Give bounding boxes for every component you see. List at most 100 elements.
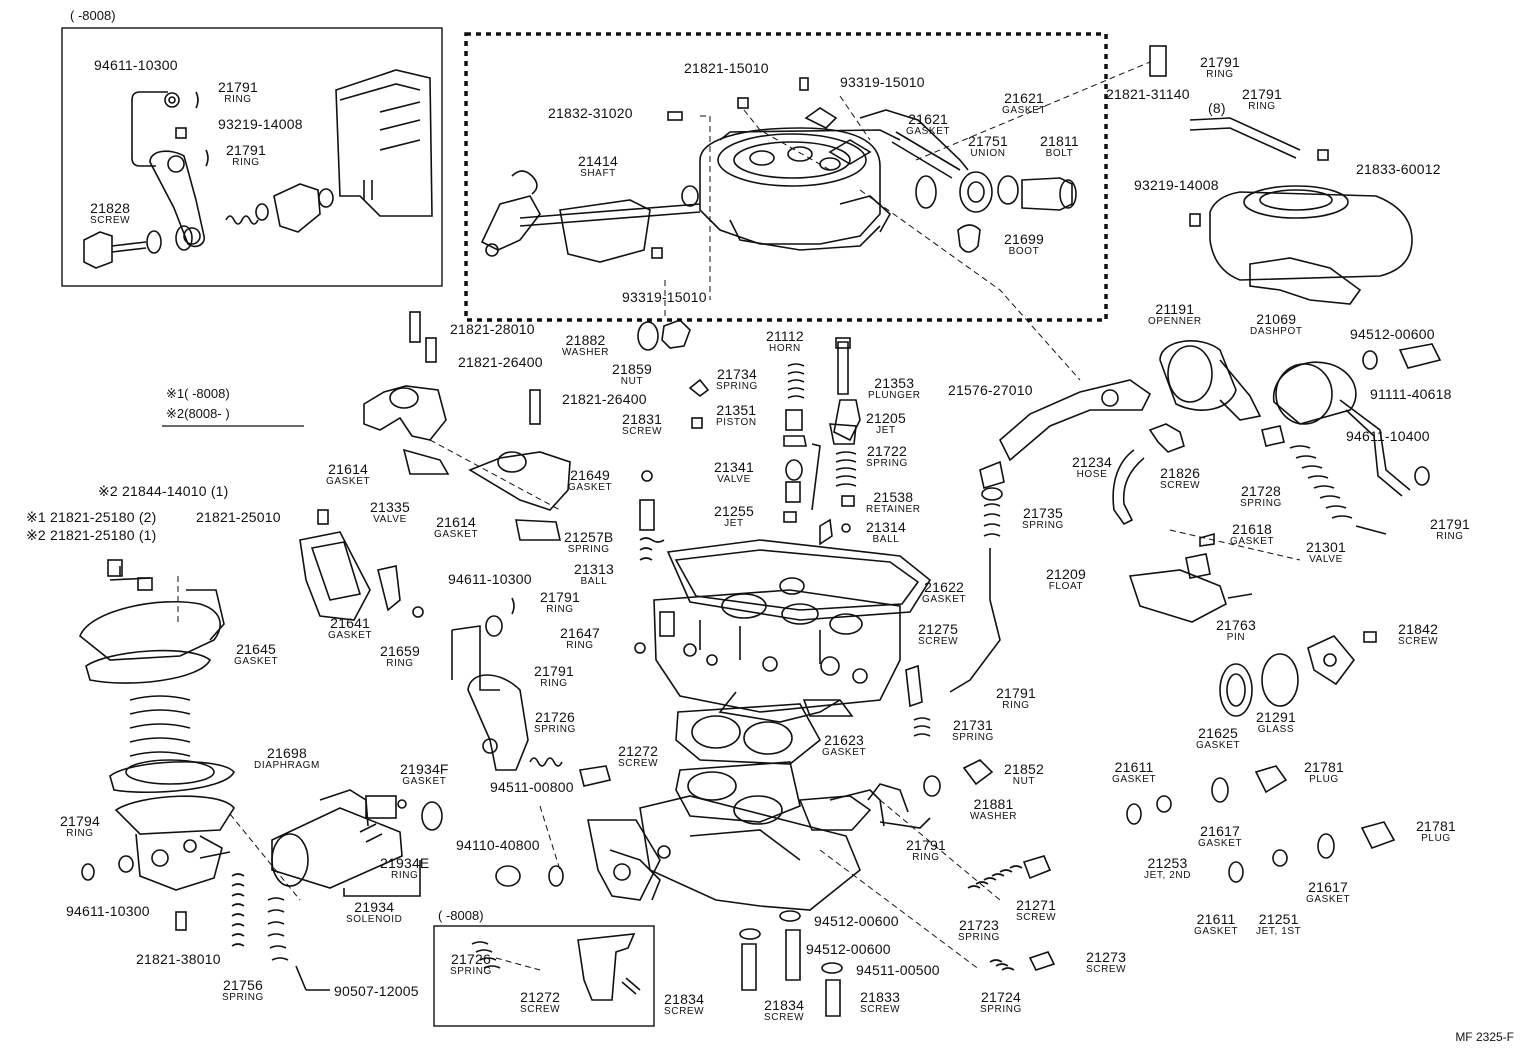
part-label: 94511-00500	[856, 962, 940, 978]
part-label: ※1 21821-25180 (2)	[26, 509, 157, 525]
part-label: 94512-00600	[806, 941, 891, 957]
part-label: 21833-60012	[1356, 161, 1441, 177]
solenoid-part	[271, 789, 443, 897]
part-label: 21821-31140	[1106, 86, 1190, 102]
valve-group-left	[299, 311, 665, 654]
lower-parts	[495, 664, 1396, 1017]
part-label: (8)	[1208, 100, 1226, 116]
part-label: 90507-12005	[334, 983, 419, 999]
part-label: 94611-10400	[1346, 428, 1430, 444]
part-label: ※2 21844-14010 (1)	[98, 483, 229, 499]
note-1: ※1( -8008)	[166, 386, 230, 401]
part-label: 93219-14008	[218, 116, 303, 132]
part-label: 94110-40800	[456, 837, 540, 853]
part-label: 21821-15010	[684, 60, 769, 76]
inset-linkage	[83, 69, 433, 269]
part-label: 21832-31020	[548, 105, 633, 121]
frame-bottom-contents	[471, 933, 641, 1001]
carburetor-main-body	[451, 319, 932, 911]
part-label: 91111-40618	[1370, 386, 1452, 402]
diagram-code: MF 2325-F	[1455, 1030, 1514, 1044]
right-linkage	[949, 340, 1442, 717]
part-label: 21821-38010	[136, 951, 221, 967]
part-label: 94512-00600	[814, 913, 899, 929]
leader-lines	[177, 61, 1301, 971]
part-label: ※2 21821-25180 (1)	[26, 527, 157, 543]
frame-top-left	[61, 27, 443, 287]
frame-dotted-air-horn	[464, 32, 1108, 322]
part-label: 93219-14008	[1134, 177, 1219, 193]
diaphragm-stack	[79, 559, 330, 991]
carb-mini-outline	[1189, 117, 1413, 305]
part-label: 94511-00800	[490, 779, 574, 795]
part-label: 94611-10300	[94, 57, 178, 73]
part-label: 94611-10300	[448, 571, 532, 587]
part-label: 21821-28010	[450, 321, 535, 337]
part-label: 21821-26400	[562, 391, 647, 407]
